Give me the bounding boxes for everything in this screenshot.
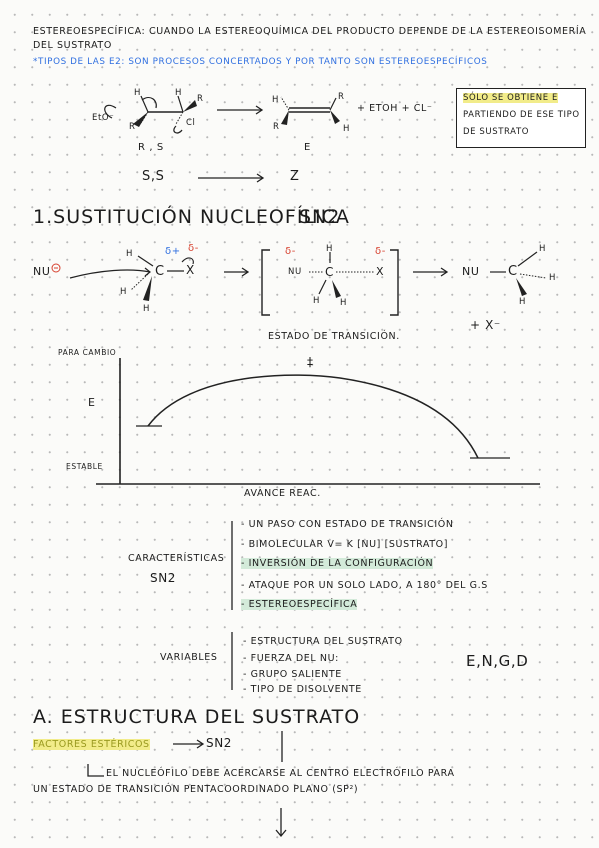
- var-item-1: - ESTRUCTURA DEL SUSTRATO: [243, 636, 403, 647]
- atom-h-3: H: [272, 95, 279, 105]
- intro-line-2: DEL SUSTRATO: [33, 40, 112, 51]
- sub-carbon: C: [155, 264, 165, 279]
- product-carbon: C: [508, 264, 518, 279]
- atom-cl: Cl: [186, 118, 196, 128]
- base-label: EtO⁻: [92, 113, 115, 123]
- characteristics-tag: SN2: [150, 571, 177, 585]
- y-axis-label: E: [88, 396, 96, 409]
- char-item-3: - INVERSIÓN DE LA CONFIGURACIÓN: [241, 558, 434, 569]
- product-nu: NU: [462, 265, 480, 278]
- sn2-title: 1.SUSTITUCIÓN NUCLEOFÍLICA: [33, 206, 350, 228]
- ts-h-left: H: [313, 296, 320, 306]
- ts-marker: ‡: [307, 355, 314, 369]
- rule-left: S,S: [142, 169, 165, 184]
- section-a-title: A. ESTRUCTURA DEL SUSTRATO: [33, 706, 361, 728]
- delta-minus-3: δ-: [375, 246, 386, 257]
- sub-h-1: H: [126, 249, 133, 259]
- delta-minus-1: δ-: [188, 243, 199, 254]
- steric-factors: FACTORES ESTÉRICOS: [33, 739, 150, 750]
- byproducts-label: + EtOH + Cl⁻: [357, 103, 433, 114]
- characteristics-heading: CARACTERÍSTICAS: [128, 553, 225, 564]
- product-h-top: H: [539, 244, 546, 254]
- var-item-4: - TIPO DE DISOLVENTE: [243, 684, 362, 695]
- atom-r-1: R: [129, 122, 136, 132]
- var-item-3: - GRUPO SALIENTE: [243, 669, 342, 680]
- atom-h-2: H: [175, 88, 182, 98]
- intro-line-1: ESTEREOESPECÍFICA: CUANDO LA ESTEREOQUÍM…: [33, 26, 587, 37]
- atom-r-2: R: [197, 94, 204, 104]
- e2-note-box: SÓLO SE OBTIENE E PARTIENDO DE ESE TIPO …: [456, 88, 586, 148]
- product-h-right: H: [549, 273, 556, 283]
- delta-plus: δ+: [165, 246, 181, 257]
- atom-r-4: R: [338, 92, 345, 102]
- char-item-1: - UN PASO CON ESTADO DE TRANSICIÓN: [241, 519, 454, 530]
- sn2-title-tag: SN2: [299, 206, 341, 228]
- atom-h-4: H: [343, 124, 350, 134]
- product-label: E: [304, 142, 311, 153]
- note-line-2: PARTIENDO DE ESE TIPO: [463, 110, 580, 120]
- steric-tag: SN2: [206, 736, 233, 750]
- config-label: R , S: [138, 142, 164, 153]
- char-item-2: - BIMOLECULAR V= K [NU] [SUSTRATO]: [241, 539, 449, 550]
- product-h-bottom: H: [519, 297, 526, 307]
- note-line-1: SÓLO SE OBTIENE E: [463, 93, 558, 103]
- ts-carbon: C: [325, 265, 334, 279]
- ts-nu: NU: [288, 267, 302, 277]
- variables-abbrev: E,N,G,D: [466, 652, 529, 670]
- y-bottom-label: ESTABLE: [66, 462, 103, 471]
- rule-right: Z: [290, 169, 300, 184]
- nucleophile-label: NU: [33, 265, 51, 278]
- x-axis-label: AVANCE REAC.: [244, 488, 321, 499]
- delta-minus-2: δ-: [285, 246, 296, 257]
- section-a-line-1: EL NUCLEÓFILO DEBE ACERCARSE AL CENTRO E…: [106, 768, 455, 779]
- atom-r-3: R: [273, 122, 280, 132]
- sub-leaving-group: X: [186, 263, 195, 277]
- y-top-label: PARA CAMBIO: [58, 348, 117, 357]
- sub-h-3: H: [143, 304, 150, 314]
- atom-h-1: H: [134, 88, 141, 98]
- note-line-3: DE SUSTRATO: [463, 127, 530, 137]
- variables-heading: VARIABLES: [160, 652, 218, 663]
- ts-h-right: H: [340, 298, 347, 308]
- intro-line-3: *TIPOS DE LAS E2: SON PROCESOS CONCERTAD…: [33, 57, 488, 67]
- ts-h-top: H: [326, 244, 333, 254]
- char-item-4: - ATAQUE POR UN SOLO LADO, A 180° DEL G.…: [241, 580, 488, 591]
- section-a-line-2: UN ESTADO DE TRANSICIÓN PENTACOORDINADO …: [33, 784, 359, 795]
- leaving-ion: + X⁻: [470, 318, 501, 332]
- sub-h-2: H: [120, 287, 127, 297]
- var-item-2: - FUERZA DEL NU:: [243, 653, 339, 664]
- char-item-5: - ESTEREOESPECÍFICA: [241, 599, 358, 610]
- ts-label: ESTADO DE TRANSICIÓN.: [268, 331, 400, 342]
- ts-leaving-group: X: [376, 265, 385, 278]
